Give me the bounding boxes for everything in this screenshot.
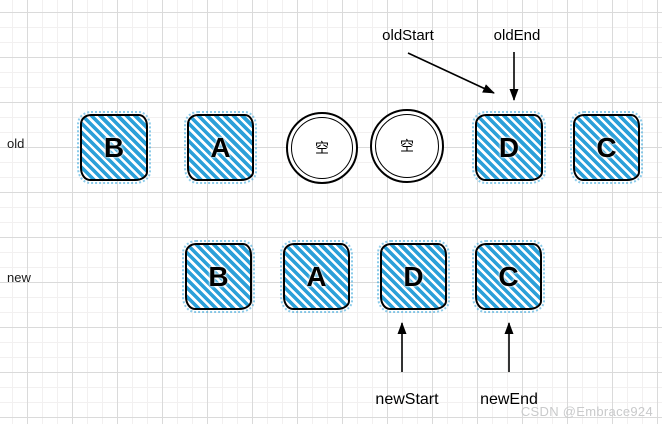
node-letter: C bbox=[498, 260, 519, 292]
node-letter: B bbox=[103, 131, 125, 163]
old-row-label: old bbox=[7, 136, 25, 151]
node-letter: D bbox=[403, 260, 424, 292]
node-letter: C bbox=[596, 131, 617, 163]
empty-char: 空 bbox=[400, 138, 414, 154]
old-node-a: A bbox=[184, 111, 257, 184]
new-node-d: D bbox=[377, 240, 450, 313]
empty-char: 空 bbox=[315, 140, 329, 156]
new-node-b: B bbox=[182, 240, 255, 313]
old-node-c: C bbox=[570, 111, 643, 184]
node-letter: A bbox=[306, 260, 327, 292]
new-start-label: newStart bbox=[375, 391, 439, 408]
new-node-c: C bbox=[472, 240, 545, 313]
new-end-label: newEnd bbox=[480, 391, 538, 408]
old-start-arrow bbox=[407, 52, 495, 94]
watermark: CSDN @Embrace924 bbox=[520, 404, 653, 419]
node-letter: A bbox=[210, 131, 231, 163]
old-end-label: oldEnd bbox=[493, 27, 541, 44]
old-node-empty-2: 空 bbox=[370, 109, 444, 183]
old-node-b: B bbox=[77, 111, 151, 184]
old-node-empty-1: 空 bbox=[286, 112, 358, 184]
new-row-label: new bbox=[7, 270, 31, 285]
node-letter: D bbox=[498, 131, 520, 163]
old-start-label: oldStart bbox=[382, 27, 434, 44]
new-node-a: A bbox=[280, 240, 353, 313]
node-letter: B bbox=[208, 260, 229, 292]
old-node-d: D bbox=[472, 111, 546, 184]
